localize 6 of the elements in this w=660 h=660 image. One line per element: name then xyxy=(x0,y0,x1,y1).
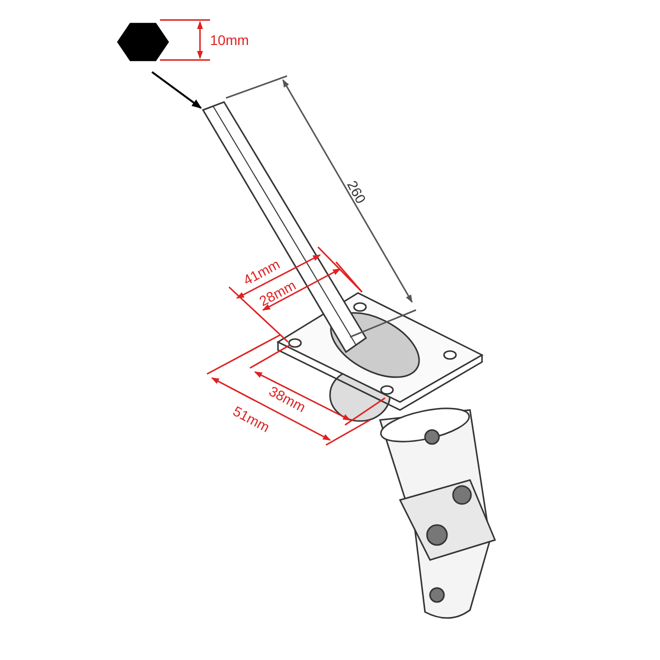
hexagon-symbol xyxy=(117,22,169,62)
leader-arrow xyxy=(151,71,202,109)
dimension-label: 10mm xyxy=(210,33,249,47)
dimension-label: 41mm xyxy=(241,256,282,288)
dimension-label: 260 xyxy=(345,178,368,206)
rod xyxy=(202,101,367,354)
